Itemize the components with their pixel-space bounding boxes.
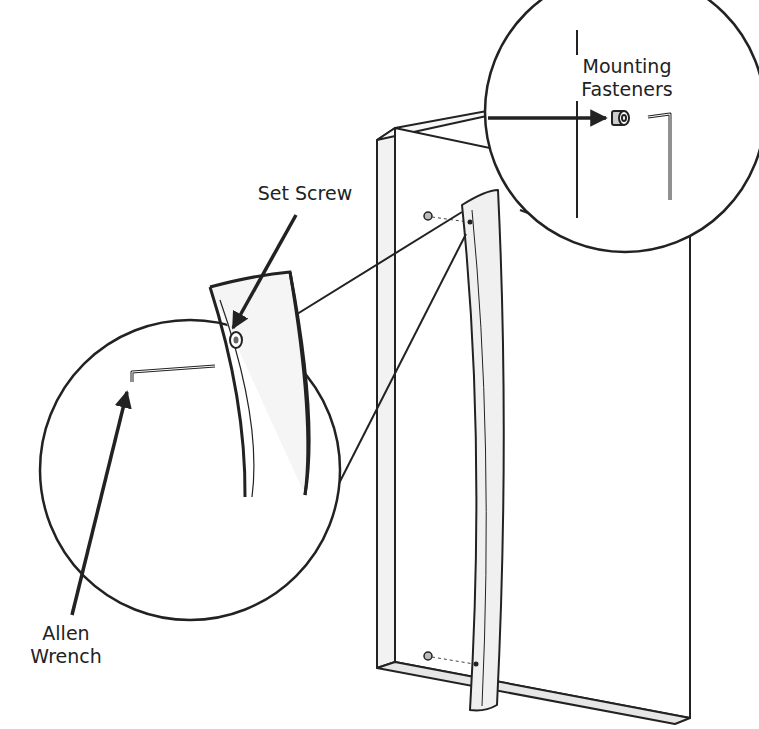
door-studs xyxy=(424,212,432,660)
set-screw-label: Set Screw xyxy=(248,182,362,205)
mounting-fastener xyxy=(612,111,629,125)
set-screw-detail xyxy=(40,272,340,620)
set-screw-hole xyxy=(230,332,242,348)
allen-wrench xyxy=(132,366,215,382)
allen-wrench-label: Allen Wrench xyxy=(14,622,118,668)
alignment-lines xyxy=(432,217,474,664)
door-handle xyxy=(462,190,504,710)
allen-wrench-right xyxy=(648,114,670,200)
leader-arrows xyxy=(72,118,606,615)
fastener-detail xyxy=(485,0,759,252)
fastener-label: Mounting Fasteners xyxy=(560,55,694,101)
